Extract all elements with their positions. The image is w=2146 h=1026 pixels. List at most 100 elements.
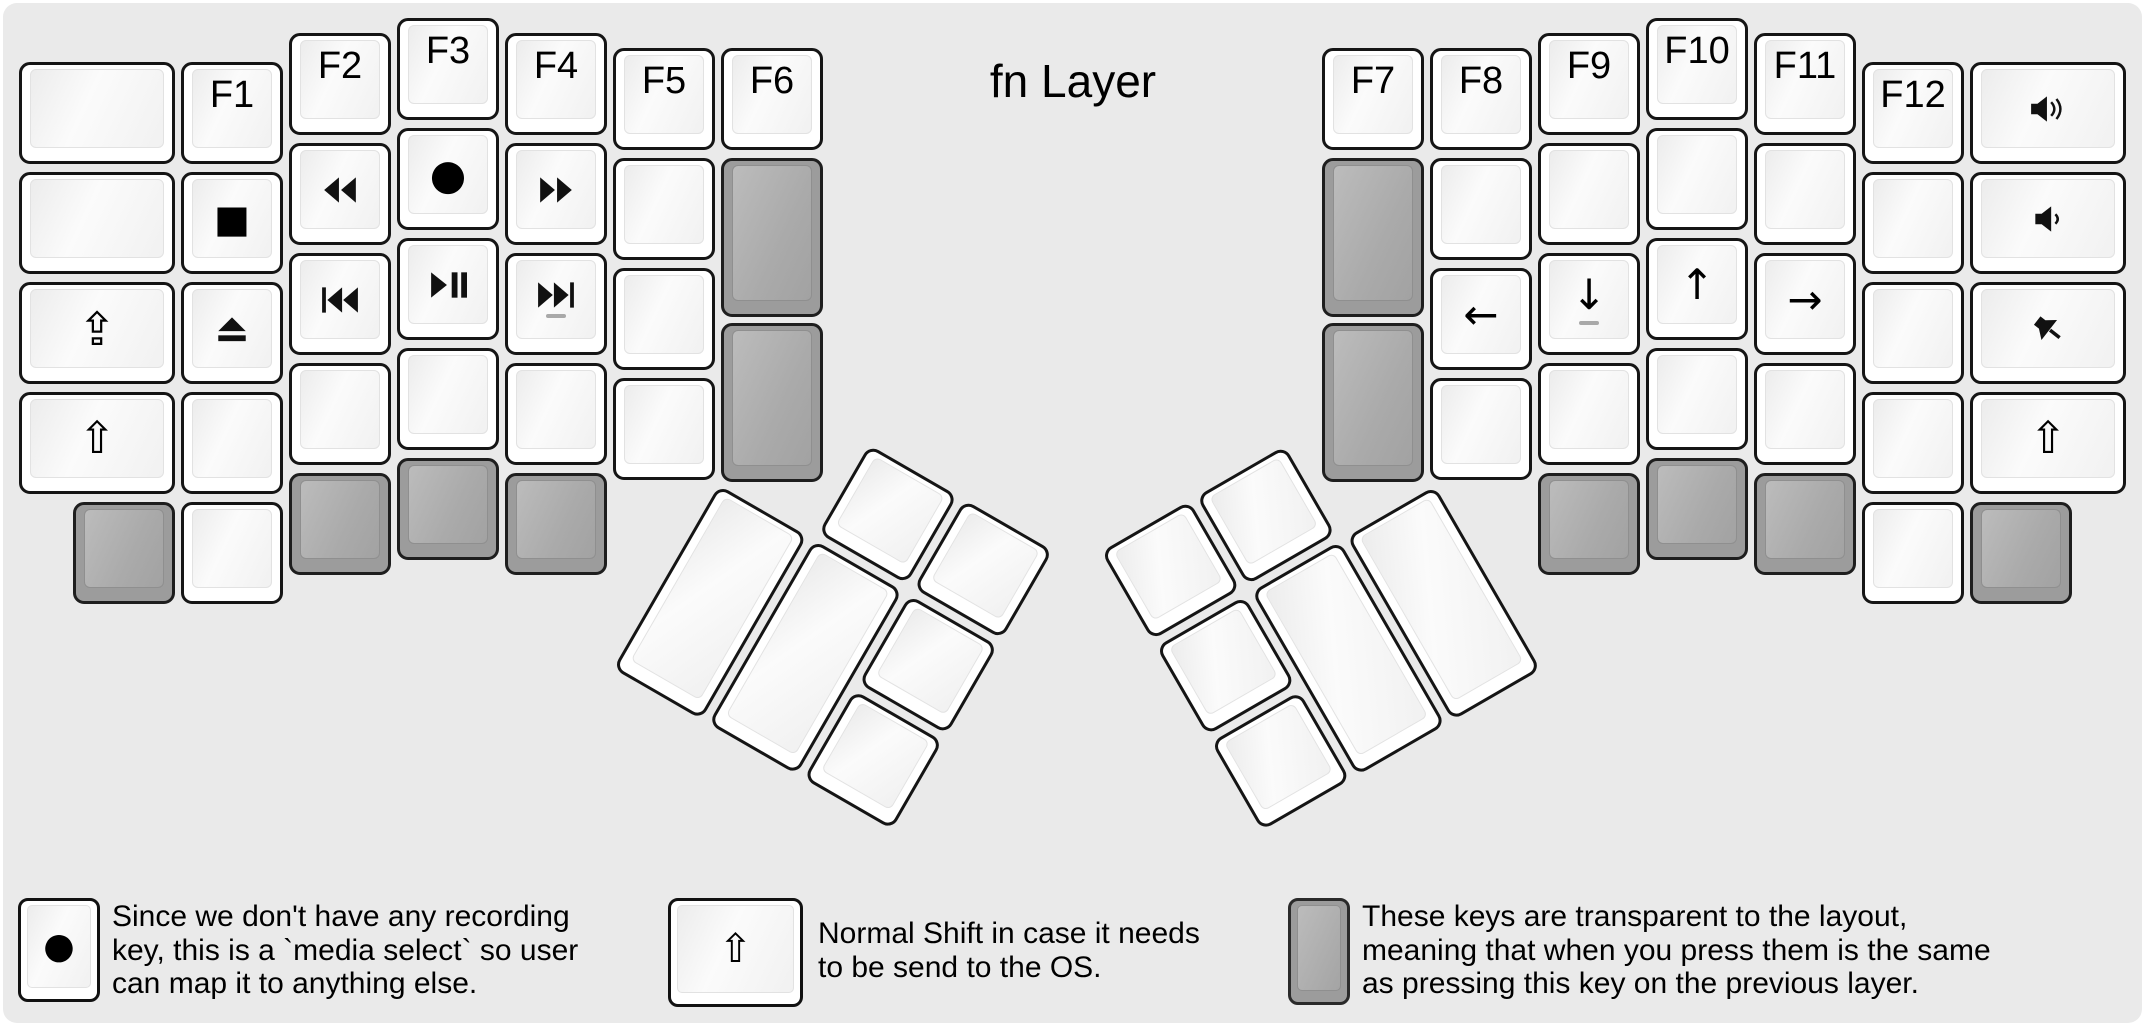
key-label: F6	[749, 60, 795, 102]
shift-arrow-icon: ⇧	[718, 926, 753, 972]
key-f8[interactable]: F8	[1430, 48, 1532, 150]
key-transparent[interactable]	[505, 473, 607, 575]
legend-shift-line2: to be send to the OS.	[818, 950, 1102, 984]
key-transparent[interactable]	[1754, 473, 1856, 575]
key-play-pause[interactable]	[397, 238, 499, 340]
shift-right-icon: ⇧	[2029, 412, 2067, 464]
fast-forward-icon	[537, 176, 575, 204]
key-blank[interactable]	[1862, 392, 1964, 494]
caps-lock-icon: ⇪	[77, 301, 117, 356]
key-label: F3	[425, 30, 471, 72]
key-blank[interactable]	[181, 392, 283, 494]
legend-record-line1: Since we don't have any recording	[112, 900, 570, 933]
key-f4[interactable]: F4	[505, 33, 607, 135]
key-volume-mute[interactable]	[1970, 282, 2126, 384]
key-volume-up[interactable]	[1970, 62, 2126, 164]
key-label: F7	[1350, 60, 1396, 102]
key-f1[interactable]: F1	[181, 62, 283, 164]
key-f6[interactable]: F6	[721, 48, 823, 150]
key-rewind[interactable]	[289, 143, 391, 245]
key-label: F2	[317, 45, 363, 87]
key-record[interactable]: ●	[397, 128, 499, 230]
key-blank[interactable]	[613, 268, 715, 370]
key-stop[interactable]: ■	[181, 172, 283, 274]
key-label: F10	[1664, 30, 1730, 72]
key-f9[interactable]: F9	[1538, 33, 1640, 135]
volume-up-icon	[2029, 95, 2067, 123]
key-blank[interactable]	[1538, 363, 1640, 465]
volume-down-icon	[2029, 205, 2067, 233]
key-f11[interactable]: F11	[1754, 33, 1856, 135]
layer-title: fn Layer	[989, 55, 1157, 107]
legend-shift-line1: Normal Shift in case it needs	[818, 917, 1200, 950]
key-blank[interactable]	[289, 363, 391, 465]
arrow-up-icon: ↑	[1679, 259, 1715, 309]
eject-icon	[213, 315, 251, 343]
key-blank[interactable]	[1862, 172, 1964, 274]
key-blank[interactable]	[1754, 363, 1856, 465]
key-blank[interactable]	[1862, 502, 1964, 604]
key-label: F1	[209, 74, 255, 116]
key-blank[interactable]	[1646, 128, 1748, 230]
key-transparent[interactable]	[1322, 158, 1424, 317]
key-arrow-up[interactable]: ↑	[1646, 238, 1748, 340]
key-arrow-left[interactable]: ←	[1430, 268, 1532, 370]
key-next-track[interactable]	[505, 253, 607, 355]
key-transparent[interactable]	[1322, 323, 1424, 482]
transparent-key-icon	[1288, 898, 1350, 1005]
shift-left-icon: ⇧	[78, 412, 116, 464]
key-caps-lock[interactable]: ⇪	[19, 282, 175, 384]
key-shift-left[interactable]: ⇧	[19, 392, 175, 494]
key-f7[interactable]: F7	[1322, 48, 1424, 150]
key-blank[interactable]	[613, 378, 715, 480]
key-f10[interactable]: F10	[1646, 18, 1748, 120]
arrow-left-icon: ←	[1463, 289, 1499, 339]
key-prev-track[interactable]	[289, 253, 391, 355]
volume-mute-icon	[2029, 315, 2067, 343]
key-transparent[interactable]	[1646, 458, 1748, 560]
key-eject[interactable]	[181, 282, 283, 384]
legend-record-line2: key, this is a `media select` so user	[112, 933, 579, 967]
key-transparent[interactable]	[73, 502, 175, 604]
record-key-icon: ●	[18, 898, 100, 1002]
key-blank[interactable]	[397, 348, 499, 450]
legend-transparent-line2: meaning that when you press them is the …	[1362, 933, 1991, 967]
key-label: F5	[641, 60, 687, 102]
key-f12[interactable]: F12	[1862, 62, 1964, 164]
key-blank[interactable]	[19, 172, 175, 274]
key-blank[interactable]	[1754, 143, 1856, 245]
key-transparent[interactable]	[397, 458, 499, 560]
record-icon: ●	[429, 149, 467, 199]
key-blank[interactable]	[613, 158, 715, 260]
key-volume-down[interactable]	[1970, 172, 2126, 274]
key-transparent[interactable]	[721, 158, 823, 317]
key-blank[interactable]	[181, 502, 283, 604]
key-fast-forward[interactable]	[505, 143, 607, 245]
key-blank[interactable]	[1646, 348, 1748, 450]
stop-icon: ■	[214, 196, 250, 241]
key-transparent[interactable]	[289, 473, 391, 575]
key-f2[interactable]: F2	[289, 33, 391, 135]
key-transparent[interactable]	[1538, 473, 1640, 575]
legend-record-line3: can map it to anything else.	[112, 967, 478, 1000]
key-arrow-right[interactable]: →	[1754, 253, 1856, 355]
key-blank[interactable]	[19, 62, 175, 164]
next-track-icon	[536, 281, 576, 309]
homing-bar	[1579, 321, 1599, 325]
key-label: F11	[1773, 45, 1837, 87]
legend-transparent-line1: These keys are transparent to the layout…	[1362, 900, 1908, 933]
key-transparent[interactable]	[1970, 502, 2072, 604]
key-blank[interactable]	[505, 363, 607, 465]
key-transparent[interactable]	[721, 323, 823, 482]
key-blank[interactable]	[1430, 378, 1532, 480]
key-f5[interactable]: F5	[613, 48, 715, 150]
key-blank[interactable]	[1862, 282, 1964, 384]
key-arrow-down[interactable]: ↓	[1538, 253, 1640, 355]
key-shift-right[interactable]: ⇧	[1970, 392, 2126, 494]
key-f3[interactable]: F3	[397, 18, 499, 120]
key-blank[interactable]	[1430, 158, 1532, 260]
prev-track-icon	[320, 286, 360, 314]
key-label: F12	[1880, 74, 1946, 116]
key-blank[interactable]	[1538, 143, 1640, 245]
